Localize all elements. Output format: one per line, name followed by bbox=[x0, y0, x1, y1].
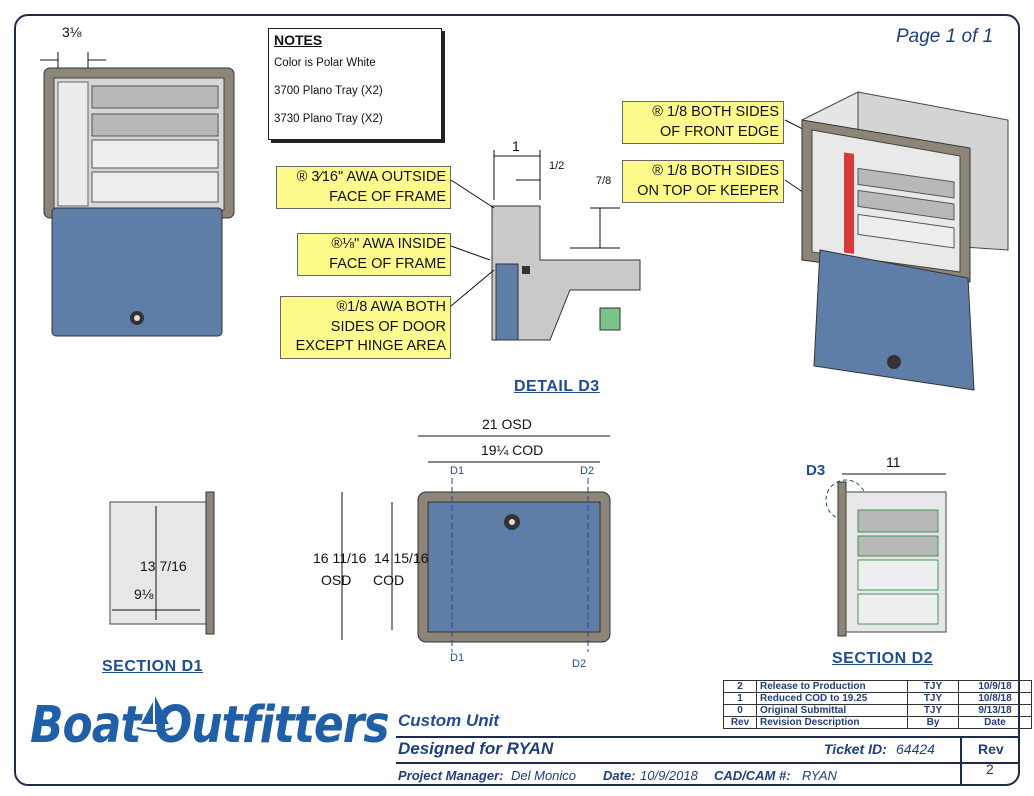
table-cell: 10/9/18 bbox=[958, 680, 1032, 693]
cad-cam-value: RYAN bbox=[802, 768, 837, 783]
note-line: 3700 Plano Tray (X2) bbox=[274, 85, 383, 97]
drawing-border bbox=[14, 14, 1020, 786]
table-cell: TJY bbox=[907, 680, 959, 693]
detail-width-dim: 1 bbox=[512, 138, 520, 154]
section-d2-title: SECTION D2 bbox=[832, 650, 934, 667]
cod-height-value: 14 15/16 bbox=[374, 550, 429, 566]
table-cell: 0 bbox=[723, 704, 757, 717]
table-cell: 2 bbox=[723, 680, 757, 693]
detail-d3-drawing bbox=[491, 150, 641, 341]
ticket-id-value: 64424 bbox=[896, 741, 935, 757]
main-elevation-drawing bbox=[341, 435, 611, 652]
osd-height-value: 16 11/16 bbox=[313, 550, 367, 566]
marker-d3: D3 bbox=[806, 462, 826, 479]
revision-table: 2 Release to Production TJY 10/9/18 1 Re… bbox=[723, 680, 1032, 729]
callout-line: OF FRONT EDGE bbox=[660, 123, 779, 140]
table-cell: TJY bbox=[907, 692, 959, 705]
table-row: 2 Release to Production TJY 10/9/18 bbox=[723, 680, 1032, 693]
section-d1-height-dim: 13 7/16 bbox=[140, 558, 187, 574]
table-cell: 9/13/18 bbox=[958, 704, 1032, 717]
callout-line: FACE OF FRAME bbox=[329, 188, 446, 205]
osd-width-dim: 21 OSD bbox=[482, 416, 532, 432]
osd-height-label: OSD bbox=[321, 572, 352, 588]
table-cell: Reduced COD to 19.25 bbox=[756, 692, 908, 705]
title-block-divider bbox=[960, 736, 962, 784]
table-cell: Original Submittal bbox=[756, 704, 908, 717]
section-d1-drawing bbox=[109, 491, 215, 635]
detail-d3-title: DETAIL D3 bbox=[514, 378, 600, 395]
rev-label: Rev bbox=[978, 741, 1004, 757]
title-block-divider bbox=[396, 762, 1018, 764]
callout-front-edge: ® 1/8 BOTH SIDES OF FRONT EDGE bbox=[622, 101, 784, 145]
ticket-id-label: Ticket ID: bbox=[824, 741, 887, 757]
detail-half-dim: 1/2 bbox=[549, 160, 565, 172]
callout-line: ®⅛" AWA INSIDE bbox=[331, 236, 446, 252]
table-row: 0 Original Submittal TJY 9/13/18 bbox=[723, 704, 1032, 717]
callout-line: EXCEPT HINGE AREA bbox=[295, 338, 446, 355]
boat-outfitters-logo: Boat Outfitters bbox=[30, 696, 390, 755]
callout-line: ®1/8 AWA BOTH bbox=[336, 299, 446, 315]
rev-value: 2 bbox=[986, 761, 994, 777]
callout-awa-outside: ® 3⁄16" AWA OUTSIDE FACE OF FRAME bbox=[276, 166, 451, 210]
notes-title: NOTES bbox=[274, 32, 323, 48]
section-d1-title: SECTION D1 bbox=[102, 658, 204, 675]
custom-unit-label: Custom Unit bbox=[398, 711, 500, 730]
table-cell: Release to Production bbox=[756, 680, 908, 693]
cod-height-label: COD bbox=[373, 572, 405, 588]
table-cell: 10/8/18 bbox=[958, 692, 1032, 705]
callout-line: ON TOP OF KEEPER bbox=[637, 182, 779, 199]
front-view-drawing bbox=[40, 52, 235, 337]
marker-d2-top: D2 bbox=[580, 465, 595, 477]
table-cell: TJY bbox=[907, 704, 959, 717]
callout-keeper: ® 1/8 BOTH SIDES ON TOP OF KEEPER bbox=[622, 160, 784, 204]
page-label: Page 1 of 1 bbox=[896, 26, 994, 47]
callout-leaders bbox=[450, 179, 495, 307]
isometric-view-drawing bbox=[801, 91, 1009, 391]
notes-box: NOTES Color is Polar White 3700 Plano Tr… bbox=[268, 28, 442, 140]
flange-dimension: 3⅛ bbox=[62, 24, 82, 40]
callout-line: ® 3⁄16" AWA OUTSIDE bbox=[296, 169, 446, 185]
marker-d1-top: D1 bbox=[450, 465, 465, 477]
date-value: 10/9/2018 bbox=[640, 768, 698, 783]
section-d2-drawing bbox=[825, 473, 947, 637]
cad-cam-label: CAD/CAM #: bbox=[714, 768, 791, 783]
table-header-cell: Rev bbox=[723, 716, 757, 729]
detail-78-dim: 7/8 bbox=[596, 175, 612, 187]
table-cell: 1 bbox=[723, 692, 757, 705]
title-block-divider bbox=[396, 736, 1018, 738]
project-manager-label: Project Manager: bbox=[398, 768, 504, 783]
marker-d2-bottom: D2 bbox=[572, 658, 587, 670]
note-line: 3730 Plano Tray (X2) bbox=[274, 113, 383, 125]
table-header-cell: By bbox=[907, 716, 959, 729]
note-line: Color is Polar White bbox=[274, 57, 376, 69]
project-manager-value: Del Monico bbox=[511, 768, 577, 783]
table-row: 1 Reduced COD to 19.25 TJY 10/8/18 bbox=[723, 692, 1032, 705]
date-label: Date: bbox=[603, 768, 636, 783]
table-header-cell: Revision Description bbox=[756, 716, 908, 729]
table-header-row: Rev Revision Description By Date bbox=[723, 716, 1032, 729]
callout-awa-door: ®1/8 AWA BOTH SIDES OF DOOR EXCEPT HINGE… bbox=[280, 296, 451, 359]
cod-width-dim: 19¼ COD bbox=[481, 442, 544, 458]
callout-awa-inside: ®⅛" AWA INSIDE FACE OF FRAME bbox=[297, 233, 451, 277]
callout-line: FACE OF FRAME bbox=[329, 255, 446, 272]
section-d1-depth-dim: 9⅛ bbox=[134, 586, 154, 602]
table-header-cell: Date bbox=[958, 716, 1032, 729]
callout-line: SIDES OF DOOR bbox=[330, 318, 446, 335]
callout-line: ® 1/8 BOTH SIDES bbox=[652, 104, 779, 120]
marker-d1-bottom: D1 bbox=[450, 652, 465, 664]
depth-dim: 11 bbox=[886, 454, 901, 470]
designed-for-label: Designed for RYAN bbox=[398, 739, 554, 758]
sailboat-icon bbox=[136, 696, 174, 732]
callout-line: ® 1/8 BOTH SIDES bbox=[652, 163, 779, 179]
